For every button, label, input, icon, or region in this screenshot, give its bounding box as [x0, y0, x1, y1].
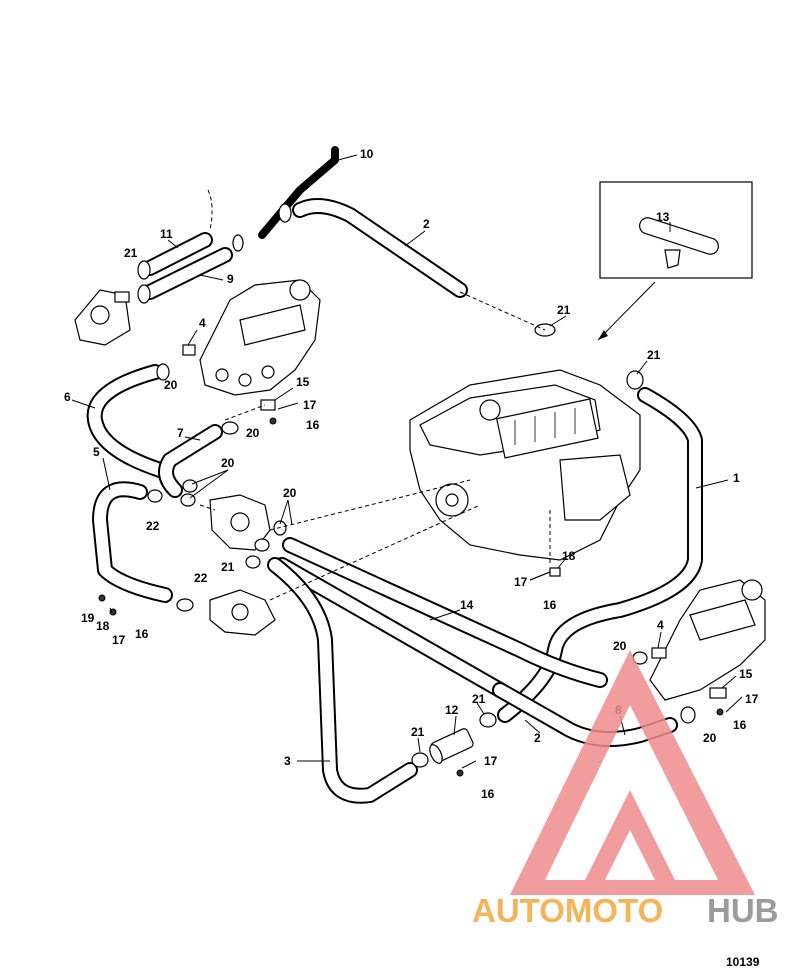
callout-16-d: 16 [733, 718, 747, 732]
exhaust-manifold-right [649, 579, 766, 701]
callout-14: 14 [460, 598, 474, 612]
callout-2-bottom: 2 [534, 731, 541, 745]
callout-19: 19 [81, 611, 95, 625]
thermostat-housing-left [74, 289, 131, 346]
hose-2-top [292, 198, 468, 298]
callout-21-b: 21 [557, 303, 571, 317]
seawater-pump [209, 589, 276, 636]
callout-1: 1 [733, 471, 740, 485]
callout-17-c: 17 [112, 633, 126, 647]
callout-22-b: 22 [194, 571, 208, 585]
callout-20-a: 20 [164, 378, 178, 392]
dashed-routes [199, 189, 551, 601]
callout-20-b: 20 [246, 426, 260, 440]
callout-10: 10 [360, 147, 374, 161]
hose-3 [267, 557, 418, 804]
callout-22-a: 22 [146, 519, 160, 533]
callout-16-a: 16 [306, 418, 320, 432]
callout-3: 3 [284, 754, 291, 768]
watermark-text-2: HUB [707, 892, 779, 929]
watermark-text-1: AUTOMOTO [472, 892, 663, 929]
clamps [137, 203, 696, 768]
callout-21-f: 21 [411, 725, 425, 739]
callout-15-bottom: 15 [739, 667, 753, 681]
hose-14 [274, 537, 608, 698]
callout-21-d: 21 [221, 560, 235, 574]
callout-18-b: 18 [96, 619, 110, 633]
small-fittings [98, 344, 727, 777]
callout-21-e: 21 [472, 692, 486, 706]
callout-18-a: 18 [562, 549, 576, 563]
callout-15-top: 15 [296, 375, 310, 389]
callout-16-c: 16 [135, 627, 149, 641]
hose-11 [142, 232, 213, 276]
callout-2-top: 2 [423, 217, 430, 231]
engine-block [409, 369, 641, 561]
callout-16-b: 16 [543, 598, 557, 612]
callout-17-d: 17 [745, 692, 759, 706]
callout-7: 7 [177, 426, 184, 440]
exhaust-manifold-left [199, 279, 321, 396]
callout-13: 13 [656, 210, 670, 224]
hose-7 [158, 424, 223, 498]
watermark-logo: AUTOMOTO HUB [472, 650, 779, 929]
callout-20-f: 20 [703, 731, 717, 745]
callout-16-e: 16 [481, 787, 495, 801]
callout-4-top: 4 [199, 316, 206, 330]
callout-17-a: 17 [303, 398, 317, 412]
callout-4-bottom: 4 [657, 618, 664, 632]
hose-5 [92, 481, 173, 603]
callout-20-c: 20 [221, 456, 235, 470]
callout-12: 12 [445, 703, 459, 717]
callout-20-e: 20 [613, 639, 627, 653]
figure-number: 10139 [726, 955, 760, 969]
callout-9: 9 [227, 272, 234, 286]
inset-box [597, 181, 753, 341]
hose-10 [258, 146, 339, 239]
callout-17-b: 17 [514, 575, 528, 589]
callout-5: 5 [93, 445, 100, 459]
callout-11: 11 [160, 227, 173, 241]
leader-lines [71, 154, 743, 769]
hose-9 [142, 247, 233, 300]
fitting-12 [429, 728, 474, 764]
callout-21-c: 21 [647, 348, 661, 362]
callout-20-d: 20 [283, 486, 297, 500]
callout-17-e: 17 [484, 754, 498, 768]
hose-6 [86, 364, 168, 478]
callout-6: 6 [64, 390, 71, 404]
callout-21-a: 21 [124, 246, 138, 260]
